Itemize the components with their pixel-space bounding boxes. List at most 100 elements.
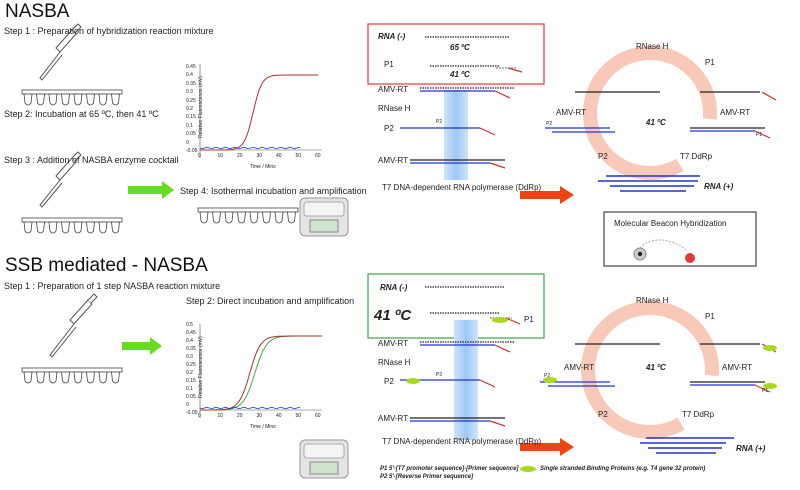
ssb-cycle-amv-right: AMV-RT [722,363,753,372]
ssb-label-amv-rt-2: AMV-RT [378,414,409,423]
chart-top-x-tick: 10 [217,153,224,159]
pipette-icon [39,151,82,208]
cycle-p2: P2 [598,152,608,161]
tube-icon [23,93,33,106]
chart-top-y-tick: 0.45 [186,64,196,70]
chart-bottom-y-tick: 0.15 [186,378,196,384]
cycle-rnase-h: RNase H [636,42,669,51]
chart-top-y-tick: 0.4 [186,72,193,79]
chart-bottom-curves [199,335,322,411]
label-rnase-h: RNase H [378,104,411,113]
chart-bottom-y-tick: 0.25 [186,362,196,368]
tube-icon [86,371,95,384]
chart-bottom-x-tick: 50 [295,413,302,419]
chart-bottom-xlabel: Time / Mins [250,424,276,430]
tube-icon [48,371,58,384]
tube-icon [237,211,246,224]
ssb-cycle-rnase-h: RNase H [636,296,669,305]
chart-top-xlabel: Time / Mins [250,164,276,170]
chart-bottom-x-tick: 30 [256,413,263,419]
chart-top-y-tick: 0.2 [186,106,193,112]
step-2-label: Step 2: Incubation at 65 ºC, then 41 ºC [4,109,159,119]
chart-top-ylabel: Relative Fluorescence (mV) [197,76,204,138]
cycle-temp: 41 ºC [646,118,666,127]
tube-icon [23,221,33,234]
top-strands [400,36,523,169]
legend-p2: P2 5'-[Reverse Primer sequence] [380,474,474,480]
ssb-step-2-label: Step 2: Direct incubation and amplificat… [186,296,355,306]
ssb-step-1-label: Step 1 : Preparation of 1 step NASBA rea… [4,281,221,291]
tube-icon [199,211,209,224]
chart-bottom-y-tick: 0.35 [186,346,196,352]
chart-bottom-y-tick: -0.05 [186,410,198,416]
tube-icon [48,221,58,234]
tube-icon [98,93,108,106]
thermocycler-icon [299,439,349,479]
tube-icon [287,211,296,224]
tube-icon [36,221,45,234]
chart-top-y-tick: 0.05 [186,131,196,138]
chart-top-x-tick: 60 [315,153,321,159]
cycle-amv-right: AMV-RT [720,108,751,117]
beacon-title: Molecular Beacon Hybridization [614,219,727,228]
chart-bottom-x-tick: 60 [315,413,321,419]
tube-icon [98,221,108,234]
chart-top-y-tick: -0.05 [186,148,198,154]
tube-icon [73,221,83,234]
ssb-label-t7-polymerase: T7 DNA-dependent RNA polymerase (DdRp) [382,437,542,446]
cycle-p1: P1 [705,58,715,67]
chart-top-blue-curve [199,146,301,150]
tube-icon [48,93,58,106]
tube-icon [73,371,83,384]
tube-icon [274,211,284,224]
legend-p1: P1 5'-[T7 promoter sequence]-[Primer seq… [380,466,519,472]
step-3-label: Step 3 : Addition of NASBA enzyme cockta… [4,155,179,165]
label-p2: P2 [384,124,394,133]
cycle-amv-left: AMV-RT [556,108,587,117]
ssb-cycle-t7-ddrp: T7 DdRp [682,410,715,419]
label-amv-rt-2: AMV-RT [378,156,409,165]
chart-bottom-blue-curve [199,406,301,410]
ssb-cycle-amv-left: AMV-RT [564,363,595,372]
chart-bottom-y-tick: 0.3 [186,354,193,360]
ssb-label-rnase-h: RNase H [378,358,411,367]
tube-strip [21,367,123,384]
tube-icon [224,211,234,224]
ssb-box-p1: P1 [524,315,534,324]
chart-bottom-red-curve [200,335,322,411]
chart-top-x-tick: 40 [276,153,282,159]
cycle-p2-small: P2 [546,121,553,127]
tube-icon [73,93,83,106]
chart-bottom-y-tick: 0.5 [186,322,193,328]
chart-top-y-tick: 0.35 [186,80,196,87]
green-arrow [122,337,162,355]
tube-icon [262,211,271,224]
ssb-cycle-temp: 41 ºC [646,363,666,372]
tube-icon [212,211,221,224]
chart-top-y-tick: 0 [186,139,189,146]
pipette-icon [39,23,82,81]
cycle-t7-ddrp: T7 DdRp [680,152,713,161]
ssb-label-p2-small: P2 [436,372,443,378]
ssb-legend-icon [520,466,536,472]
box-temp-65: 65 ºC [450,43,470,52]
chart-top-y-tick: 0.25 [186,97,196,104]
box-rna-minus: RNA (-) [378,32,406,41]
beacon-box [603,211,757,267]
tube-strip [21,217,123,234]
cycle-rna-plus: RNA (+) [704,182,734,191]
red-arrow [520,438,574,456]
ssb-box-rna-minus: RNA (-) [380,283,408,292]
chart-bottom-green-curve [200,335,322,411]
chart-bottom-ylabel: Relative Fluorescence (mV) [197,336,204,398]
section-title-ssb-nasba: SSB mediated - NASBA [5,255,208,276]
hybridization-box [367,23,545,85]
ssb-cycle-p1: P1 [705,312,715,321]
chart-top-y-tick: 0.15 [186,114,196,121]
box-temp-41: 41 ºC [450,70,470,79]
ssb-label-amv-rt-1: AMV-RT [378,339,409,348]
chart-bottom-x-tick: 0 [198,413,201,419]
box-p1: P1 [384,60,394,69]
tube-icon [36,93,45,106]
